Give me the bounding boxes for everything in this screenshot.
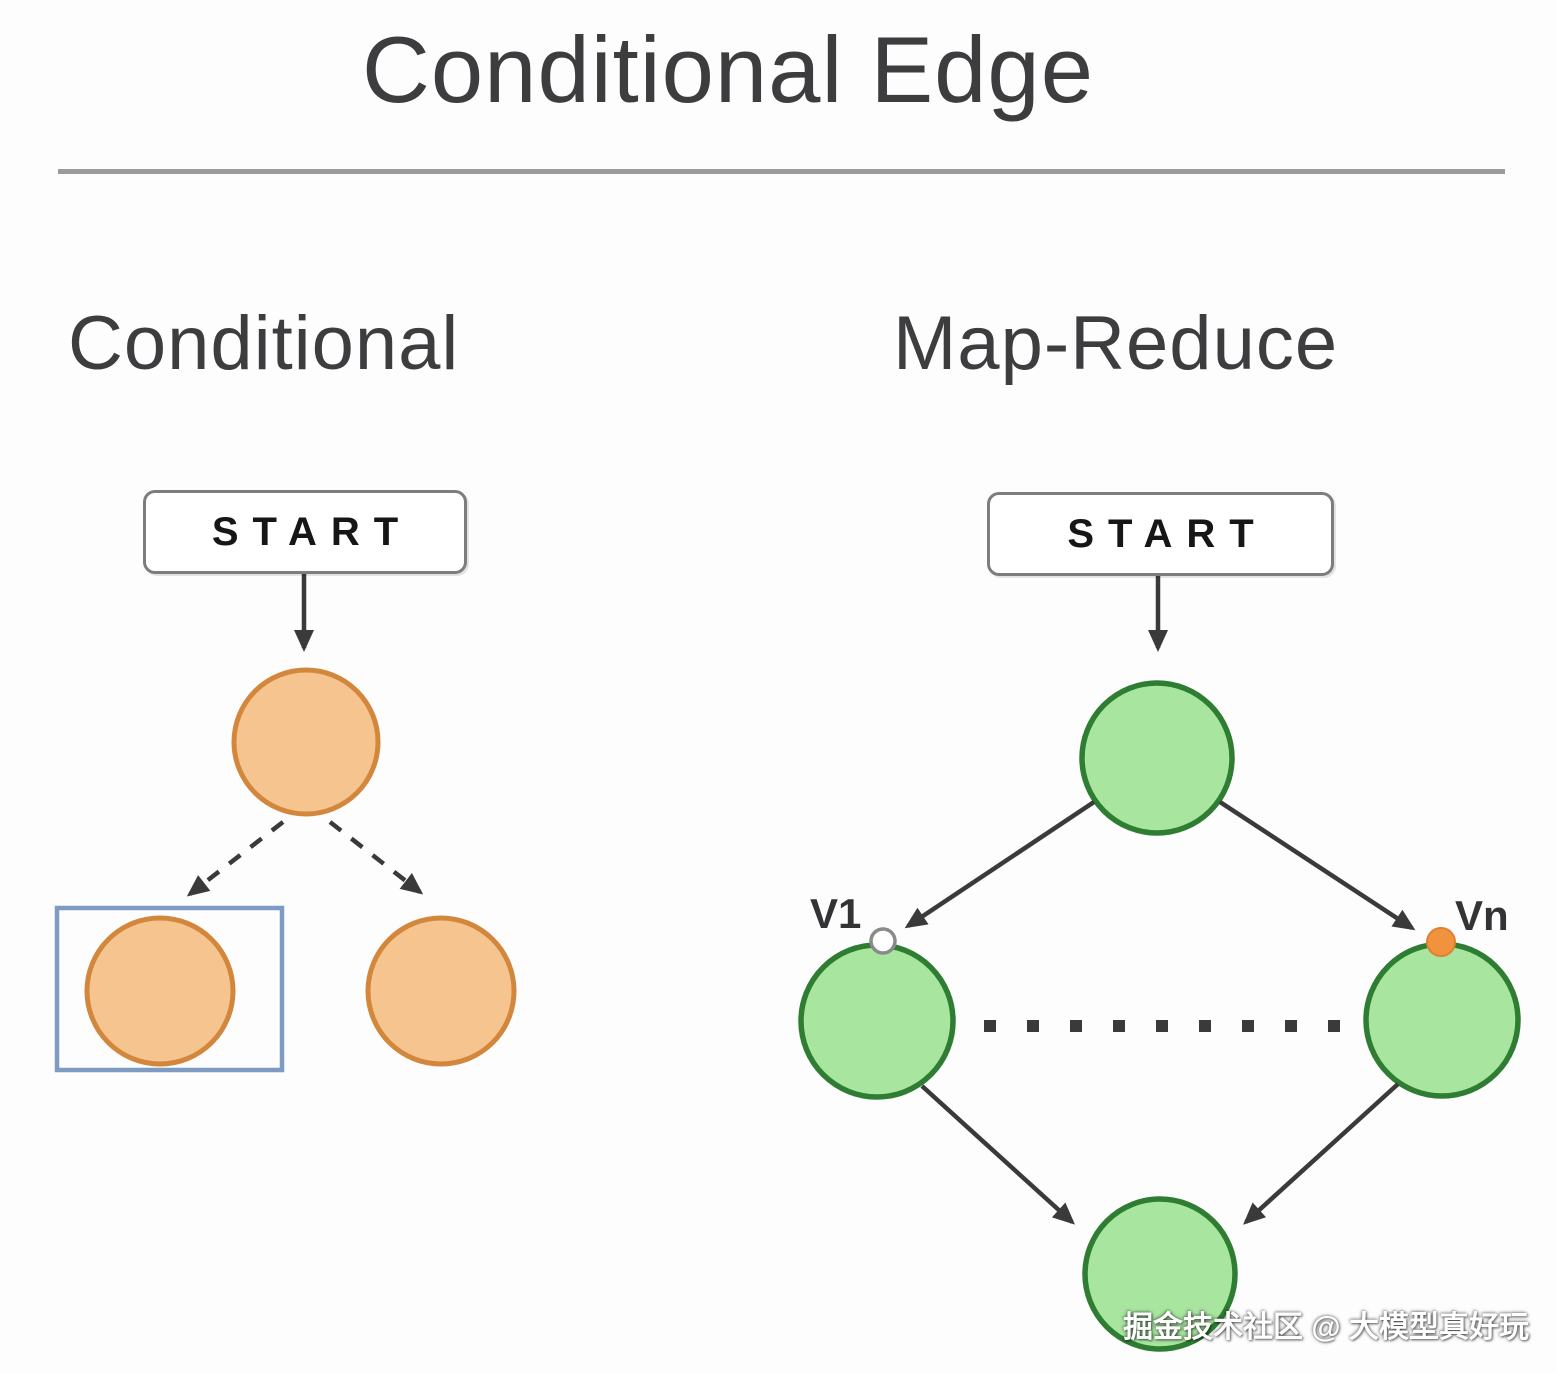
v1-label: V1: [810, 890, 862, 937]
v1-port-marker: [869, 927, 897, 955]
start-node-conditional: START: [143, 490, 467, 574]
start-node-map-reduce-label: START: [1067, 511, 1268, 556]
map-reduce-root-node: [1079, 680, 1235, 836]
conditional-branch-node-right: [365, 915, 517, 1067]
conditional-branch-node-left: [84, 915, 236, 1067]
start-node-map-reduce: START: [987, 492, 1334, 576]
start-node-conditional-label: START: [211, 509, 413, 554]
title-divider: [58, 169, 1505, 174]
map-reduce-sink-node: [1082, 1196, 1238, 1352]
vn-label: Vn: [1455, 892, 1509, 939]
page-title: Conditional Edge: [362, 17, 1094, 122]
vn-port-marker: [1426, 927, 1456, 957]
selected-branch-highlight-box: [54, 905, 285, 1073]
watermark-text: 掘金技术社区 @ 大模型真好玩: [1123, 1311, 1529, 1344]
v1-node: [798, 942, 956, 1100]
section-label-map-reduce: Map-Reduce: [893, 301, 1339, 386]
edge-root-to-v1: [904, 800, 1096, 929]
edge-vn-to-sink: [1243, 1082, 1400, 1225]
vn-node: [1363, 941, 1521, 1099]
edge-v1-to-sink: [920, 1084, 1075, 1225]
section-label-conditional: Conditional: [68, 301, 460, 386]
conditional-dashed-edge-right: [328, 820, 424, 895]
edge-root-to-vn: [1218, 800, 1416, 931]
conditional-dashed-edge-left: [186, 820, 285, 897]
conditional-root-node: [231, 667, 381, 817]
